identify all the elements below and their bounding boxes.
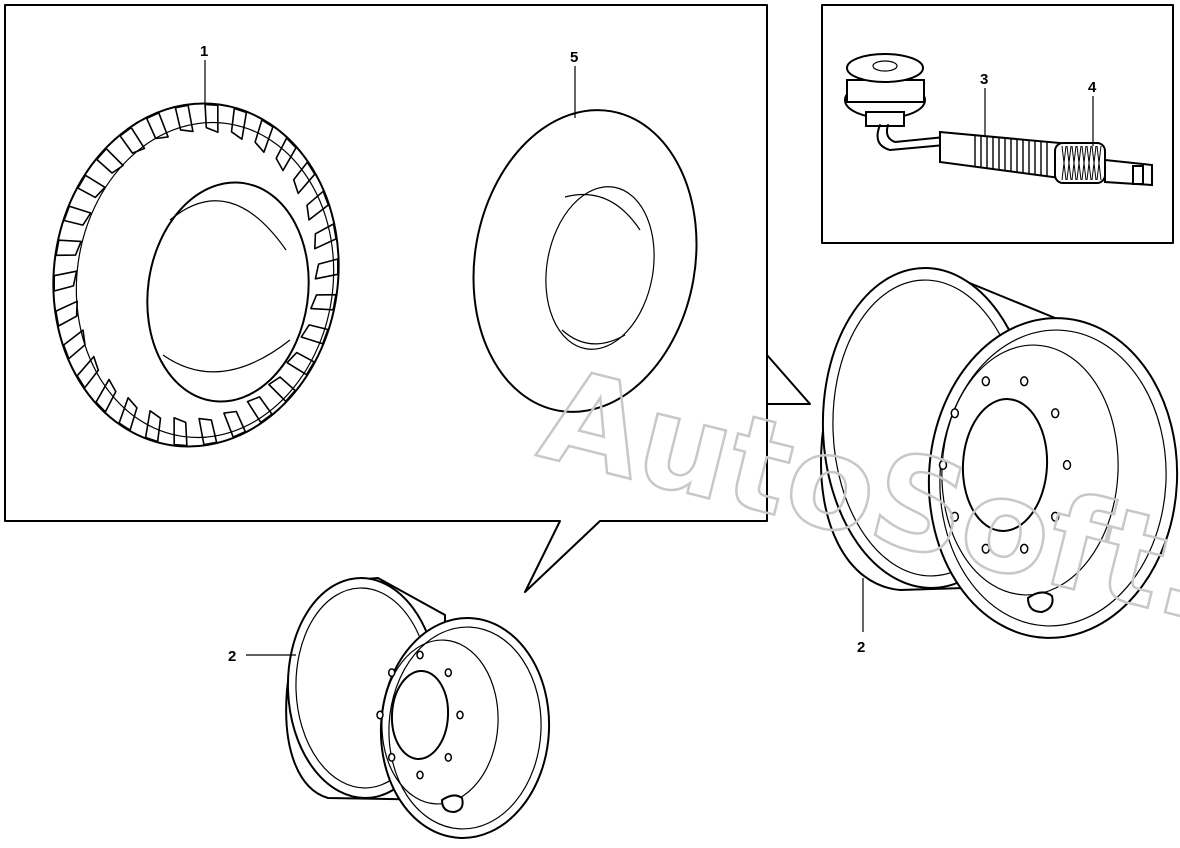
valve-inset-frame: [821, 4, 1174, 244]
tread-lug: [119, 126, 146, 154]
wheel-rim-small: [285, 576, 551, 839]
tread-lug: [145, 112, 169, 140]
knurl-line: [1091, 145, 1097, 181]
bolt-hole: [938, 459, 948, 471]
bolt-hole: [950, 408, 960, 419]
tread-lug: [310, 293, 337, 311]
knurl-line: [1066, 145, 1072, 181]
tread-lug: [118, 397, 138, 431]
bolt-hole: [444, 668, 453, 678]
tread-lug: [314, 223, 337, 250]
knurl-line: [1096, 145, 1102, 181]
bolt-hole: [387, 752, 396, 762]
bolt-hole: [1019, 376, 1029, 387]
tread-lug: [204, 103, 219, 133]
tread-lug: [223, 410, 247, 438]
bolt-hole: [1062, 459, 1072, 471]
rim-flap: [472, 109, 698, 413]
bolt-hole: [1050, 408, 1060, 419]
tread-lug: [63, 205, 92, 226]
bolt-hole: [456, 710, 464, 720]
tread-lug: [246, 396, 273, 424]
rim-small-bolt-holes: [376, 650, 464, 780]
callout-tire: 1: [200, 43, 208, 60]
bolt-hole: [444, 752, 453, 762]
wheel-rim-large: [820, 267, 1179, 639]
bolt-hole: [376, 710, 384, 720]
knurl-line: [1086, 145, 1092, 181]
callout-rim-small: 2: [228, 648, 236, 665]
tread-lug: [144, 410, 162, 443]
tread-lug: [95, 378, 117, 413]
tread-lug: [62, 329, 86, 360]
callout-rim-flap: 5: [570, 49, 578, 66]
tread-lug: [314, 258, 339, 280]
bolt-hole: [416, 650, 424, 660]
bubble-frame: [4, 4, 811, 593]
knurl-line: [1076, 145, 1082, 181]
tread-lug: [96, 147, 124, 174]
bolt-hole: [950, 511, 960, 522]
knurl-line: [1071, 145, 1077, 181]
tread-lug: [173, 417, 188, 447]
bolt-hole: [981, 376, 991, 387]
tread-lug: [268, 376, 296, 403]
bolt-hole: [1050, 511, 1060, 522]
bolt-hole: [416, 770, 424, 780]
bolt-hole: [1019, 543, 1029, 554]
tire-tread-lugs: [53, 103, 339, 447]
tread-lug: [55, 239, 82, 257]
tire: [52, 102, 340, 448]
valve-cap-knurl: [1061, 145, 1102, 181]
tread-lug: [286, 351, 315, 376]
valve-assembly: [844, 53, 1153, 187]
callout-valve-stem: 3: [980, 71, 988, 88]
callout-valve-cap: 4: [1088, 79, 1097, 96]
tread-lug: [198, 417, 218, 446]
knurl-line: [1081, 145, 1087, 181]
tread-lug: [292, 161, 316, 195]
tread-lug: [306, 190, 330, 221]
callout-rim-large: 2: [857, 639, 865, 656]
knurl-line: [1061, 145, 1067, 181]
rim-large-bolt-holes: [938, 376, 1072, 554]
bolt-hole: [981, 543, 991, 554]
valve-stem-ribs: [974, 135, 1048, 177]
bolt-hole: [387, 668, 396, 678]
tread-lug: [275, 137, 297, 172]
